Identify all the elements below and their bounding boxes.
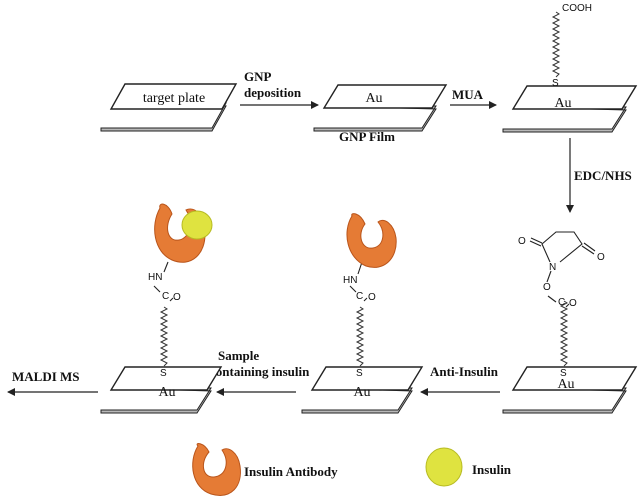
legend-antibody-icon	[192, 443, 241, 496]
plate-antibody: Au S C O HN	[301, 261, 424, 414]
label-sample-line1: Sample	[218, 348, 259, 363]
plate-target: target plate	[100, 83, 238, 132]
label-sample-line2: containing insulin	[210, 364, 310, 379]
plate-label-au-1: Au	[365, 91, 382, 106]
sulfur-label-mid: S	[356, 368, 363, 379]
ester-o-label: O	[543, 282, 551, 293]
hn-label-left: HN	[148, 272, 162, 283]
antibody-icon-mid	[346, 213, 397, 268]
carbonyl-c-nhs: C	[558, 297, 565, 308]
label-gnp: GNP	[244, 69, 272, 84]
sulfur-label-left: S	[160, 368, 167, 379]
carbonyl-c-mid: C	[356, 291, 363, 302]
sulfur-label-top: S	[552, 78, 559, 89]
antibody-insulin-complex	[154, 203, 213, 263]
label-maldi: MALDI MS	[12, 369, 80, 384]
plate-label-au-2: Au	[554, 96, 571, 111]
label-anti-insulin: Anti-Insulin	[430, 364, 499, 379]
plate-label-au-4: Au	[353, 385, 370, 400]
nitrogen-label: N	[549, 262, 556, 273]
nhs-ester-structure: C O O N O O	[518, 231, 605, 309]
plate-nhs: Au S	[502, 300, 638, 414]
legend-insulin-label: Insulin	[472, 462, 512, 477]
carbonyl-o-nhs: O	[569, 298, 577, 309]
carbonyl-o-left: O	[173, 292, 181, 303]
cooh-label: COOH	[562, 3, 592, 14]
plate-label-au-5: Au	[158, 385, 175, 400]
mua-chain	[551, 11, 561, 78]
label-edc-nhs: EDC/NHS	[574, 168, 632, 183]
plate-bound: Au S C O HN	[100, 261, 223, 414]
bound-insulin-icon	[181, 210, 213, 240]
legend-insulin-icon	[425, 447, 463, 487]
legend-antibody-label: Insulin Antibody	[244, 464, 338, 479]
plate-label-target: target plate	[143, 91, 205, 106]
plate-gnp-film: Au	[313, 84, 448, 132]
label-gnp-film: GNP Film	[339, 129, 395, 144]
plate-label-au-3: Au	[557, 377, 574, 392]
nhs-chain	[559, 300, 569, 367]
chain-mid	[355, 306, 365, 367]
ring-o-right: O	[597, 252, 605, 263]
chain-left	[159, 306, 169, 367]
label-mua: MUA	[452, 87, 484, 102]
carbonyl-c-left: C	[162, 291, 169, 302]
label-deposition: deposition	[244, 85, 302, 100]
legend: Insulin Antibody Insulin	[192, 443, 512, 496]
carbonyl-o-mid: O	[368, 292, 376, 303]
sulfur-label-nhs: S	[560, 368, 567, 379]
plate-mua: Au S COOH	[502, 3, 638, 133]
ring-o-left: O	[518, 236, 526, 247]
hn-label-mid: HN	[343, 275, 357, 286]
